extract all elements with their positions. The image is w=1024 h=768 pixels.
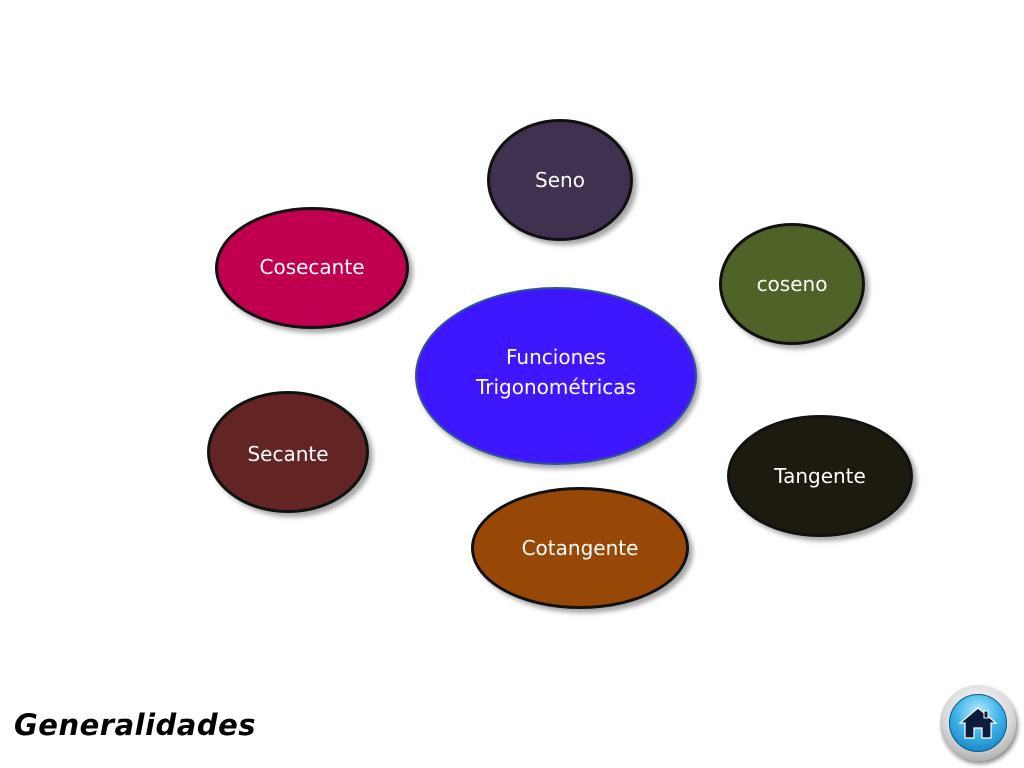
tangente-node-label: Tangente	[774, 464, 866, 488]
cotangente-node-label: Cotangente	[521, 536, 639, 560]
seno-node-label: Seno	[535, 168, 585, 192]
secante-node: Secante	[207, 391, 369, 513]
coseno-node-label: coseno	[756, 272, 828, 296]
secante-node-label: Secante	[247, 442, 329, 466]
seno-node: Seno	[487, 119, 633, 241]
center-node-label: Funciones Trigonométricas	[476, 345, 636, 399]
center-node: Funciones Trigonométricas	[415, 287, 697, 465]
home-button[interactable]	[940, 685, 1016, 761]
home-button-face[interactable]	[949, 694, 1007, 752]
tangente-node: Tangente	[727, 415, 913, 537]
home-icon	[958, 707, 998, 739]
cotangente-node: Cotangente	[471, 487, 689, 609]
coseno-node: coseno	[719, 223, 865, 345]
cosecante-node-label: Cosecante	[259, 255, 365, 279]
cosecante-node: Cosecante	[215, 207, 409, 329]
slide-footer-title: Generalidades	[14, 708, 257, 742]
